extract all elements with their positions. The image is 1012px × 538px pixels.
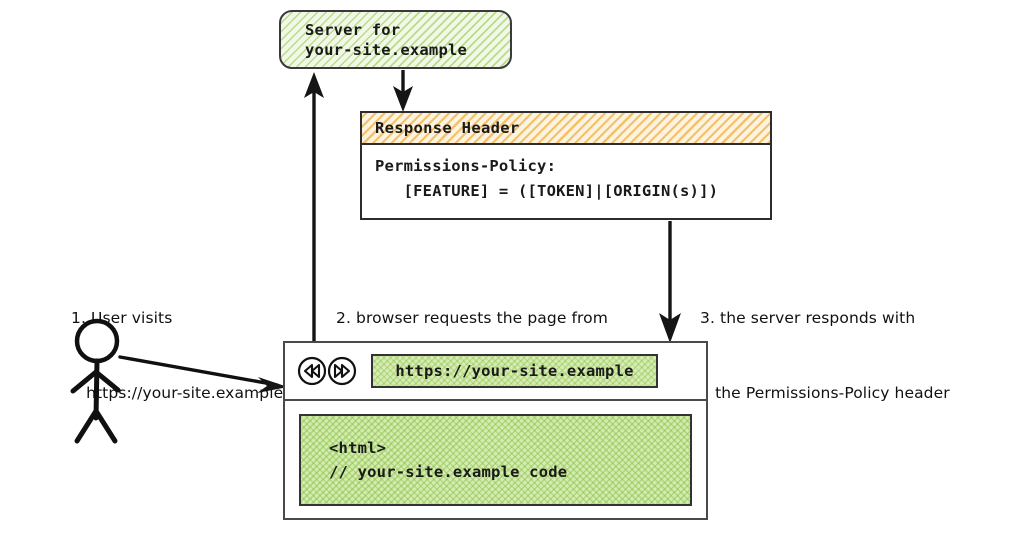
fast-forward-icon[interactable] xyxy=(327,356,357,386)
caption-step-1-line-2: https://your-site.example xyxy=(71,384,284,402)
arrow-browser-to-server xyxy=(304,72,324,347)
stick-figure-leg-left xyxy=(74,408,99,444)
arrow-server-to-response-header xyxy=(393,70,413,112)
response-header-body: Permissions-Policy: [FEATURE] = ([TOKEN]… xyxy=(362,145,770,204)
server-box: Server for your-site.example xyxy=(279,10,512,69)
url-bar[interactable]: https://your-site.example xyxy=(371,354,658,388)
stick-figure-arm-left xyxy=(70,369,99,394)
page-code-line-2: // your-site.example code xyxy=(329,462,568,481)
stick-figure-arm-right xyxy=(93,369,121,393)
caption-step-2-line-1: 2. browser requests the page from xyxy=(336,309,608,327)
stick-figure-leg-right xyxy=(93,408,118,444)
stick-figure-head xyxy=(74,318,120,364)
page-code-line-1: <html> xyxy=(329,438,387,457)
caption-step-1-line-1: 1. User visits xyxy=(71,309,173,327)
caption-step-3-line-1: 3. the server responds with xyxy=(700,309,916,327)
rewind-icon[interactable] xyxy=(297,356,327,386)
browser-toolbar: https://your-site.example xyxy=(285,343,706,401)
page-content: <html> // your-site.example code xyxy=(299,413,692,506)
stick-figure-pointer-arrowhead xyxy=(257,377,288,393)
permissions-policy-value: [FEATURE] = ([TOKEN]|[ORIGIN(s)]) xyxy=(375,182,719,200)
response-header-card: Response Header Permissions-Policy: [FEA… xyxy=(360,111,772,220)
permissions-policy-key: Permissions-Policy: xyxy=(375,157,557,175)
browser-viewport: <html> // your-site.example code xyxy=(285,401,706,518)
caption-step-3-line-2: the Permissions-Policy header xyxy=(700,384,950,402)
browser-window: https://your-site.example <html> // your… xyxy=(283,341,708,520)
caption-step-3: 3. the server responds with the Permissi… xyxy=(700,256,950,456)
server-label-line-2: your-site.example xyxy=(305,40,468,59)
arrow-response-header-to-browser xyxy=(659,221,681,343)
user-stick-figure xyxy=(70,318,288,444)
server-label-line-1: Server for xyxy=(305,20,401,39)
caption-step-1: 1. User visits https://your-site.example xyxy=(71,256,283,456)
url-text: https://your-site.example xyxy=(395,362,634,380)
response-header-title: Response Header xyxy=(375,119,520,137)
response-header-title-bar: Response Header xyxy=(362,113,770,145)
stick-figure-pointer-line xyxy=(118,355,279,387)
